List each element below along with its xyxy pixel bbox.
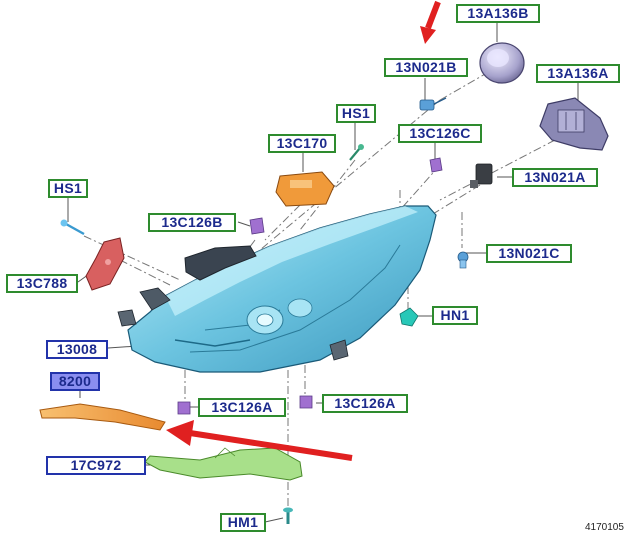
callout-13c788: 13C788	[6, 274, 78, 293]
callout-13008: 13008	[46, 340, 108, 359]
clips-purple	[177, 157, 443, 415]
bracket-13c788	[85, 237, 125, 291]
dust-cover-rect	[539, 97, 609, 151]
callout-hs1-top: HS1	[336, 104, 376, 123]
callout-13c126b: 13C126B	[148, 213, 236, 232]
reference-number: 4170105	[585, 522, 624, 533]
callout-13a136a: 13A136A	[536, 64, 620, 83]
screw-hs1-top	[349, 144, 364, 161]
callout-hn1: HN1	[432, 306, 478, 325]
callout-17c972: 17C972	[46, 456, 146, 475]
callout-13c126c: 13C126C	[398, 124, 482, 143]
headlamp-assembly	[117, 205, 437, 373]
callout-13c126a-left: 13C126A	[198, 398, 286, 417]
callout-13c126a-right: 13C126A	[322, 394, 408, 413]
red-arrow-bottom	[166, 420, 353, 461]
bracket-17c972	[144, 447, 303, 481]
callout-13c170: 13C170	[268, 134, 336, 153]
callout-13a136b: 13A136B	[456, 4, 540, 23]
screw-hm1	[283, 507, 293, 524]
bulb-13n021c	[457, 251, 469, 269]
callout-13n021a: 13N021A	[512, 168, 598, 187]
bulb-13n021b	[419, 97, 447, 111]
dash-dot-lines	[83, 69, 556, 510]
callout-13n021b: 13N021B	[384, 58, 468, 77]
callout-hm1: HM1	[220, 513, 266, 532]
bulb-13n021a	[470, 163, 493, 188]
dust-cap-round	[479, 42, 525, 84]
nut-hn1	[399, 307, 419, 327]
screw-hs1-left	[60, 219, 85, 236]
callout-13n021c: 13N021C	[486, 244, 572, 263]
bezel-8200	[39, 403, 166, 431]
callout-hs1-left: HS1	[48, 179, 88, 198]
ballast-module	[275, 171, 335, 207]
callout-8200: 8200	[50, 372, 100, 391]
red-arrow-top	[420, 0, 441, 44]
